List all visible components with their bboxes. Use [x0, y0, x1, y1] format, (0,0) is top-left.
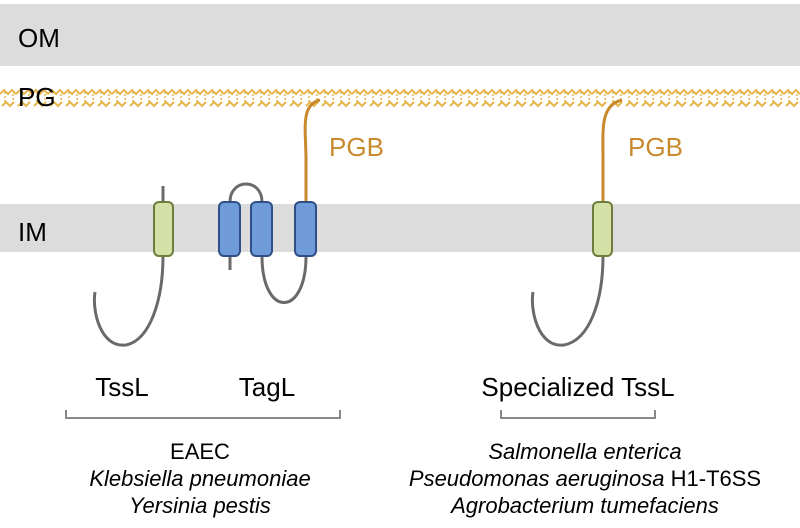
tagl-helix-1: [218, 201, 241, 257]
pseudomonas-species: Pseudomonas aeruginosa: [409, 466, 665, 491]
pgb-label-left: PGB: [329, 132, 384, 162]
tagl-label: TagL: [239, 372, 295, 402]
im-label: IM: [18, 217, 47, 247]
left-bracket: [65, 410, 341, 419]
organism-salmonella: Salmonella enterica: [488, 439, 681, 464]
specialized-tssl-label: Specialized TssL: [481, 372, 674, 402]
pgb-label-right: PGB: [628, 132, 683, 162]
pg-label: PG: [18, 82, 56, 112]
om-label: OM: [18, 23, 60, 53]
organism-yersinia: Yersinia pestis: [129, 493, 271, 518]
right-bracket: [500, 410, 656, 419]
inner-membrane: [0, 204, 800, 252]
specialized-tssl-protein: [530, 98, 623, 347]
tagl-helix-2: [250, 201, 273, 257]
tagl-helix-3: [294, 201, 317, 257]
tssl-transmembrane-helix: [153, 201, 174, 257]
pseudomonas-system: H1-T6SS: [665, 466, 762, 491]
organism-pseudomonas: Pseudomonas aeruginosa H1-T6SS: [409, 466, 761, 491]
specialized-tssl-helix: [592, 201, 613, 257]
outer-membrane: [0, 4, 800, 66]
tssl-protein: [92, 186, 174, 347]
organism-klebsiella: Klebsiella pneumoniae: [89, 466, 310, 491]
tssl-label: TssL: [95, 372, 148, 402]
peptidoglycan-layer: [0, 80, 800, 114]
organism-eaec: EAEC: [170, 439, 230, 464]
organism-agrobacterium: Agrobacterium tumefaciens: [449, 493, 719, 518]
tagl-protein: [218, 98, 321, 304]
